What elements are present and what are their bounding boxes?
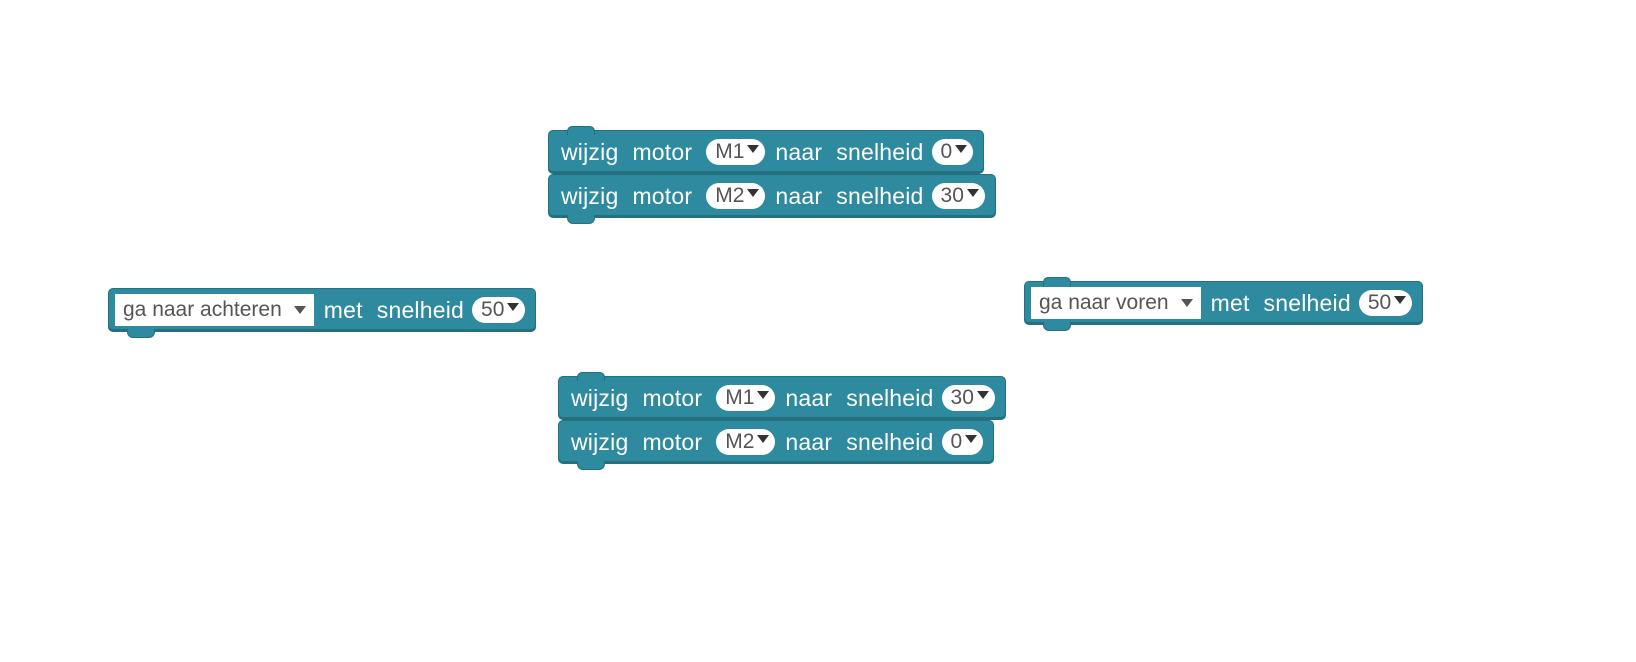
motor-value: M1 xyxy=(715,140,745,163)
dropdown-arrow-icon xyxy=(955,145,968,153)
motor-value: M2 xyxy=(715,184,745,207)
block-label-wijzig: wijzig xyxy=(561,182,619,209)
motor-dropdown[interactable]: M2 xyxy=(706,183,766,209)
block-notch xyxy=(577,372,605,381)
block-label-snelheid: snelheid xyxy=(846,428,934,455)
dropdown-arrow-icon xyxy=(747,189,760,197)
direction-dropdown[interactable]: ga naar voren xyxy=(1031,287,1201,319)
block-label-motor: motor xyxy=(632,138,693,165)
set-motor-speed-block[interactable]: wijzig motor M2 naar snelheid 30 xyxy=(548,174,996,224)
block-label-met: met xyxy=(1210,289,1250,316)
speed-dropdown[interactable]: 50 xyxy=(472,297,526,323)
set-motor-speed-block[interactable]: wijzig motor M2 naar snelheid 0 xyxy=(558,420,995,470)
block-label-snelheid: snelheid xyxy=(846,384,934,411)
block-label-snelheid: snelheid xyxy=(836,138,924,165)
block-label-naar: naar xyxy=(775,182,823,209)
speed-value: 50 xyxy=(481,298,505,321)
motor-value: M1 xyxy=(725,386,755,409)
speed-value: 30 xyxy=(940,184,964,207)
forward-stack[interactable]: ga naar voren met snelheid 50 xyxy=(1024,277,1424,331)
speed-value: 0 xyxy=(940,140,953,163)
block-label-snelheid: snelheid xyxy=(376,296,465,323)
motor-stack-top[interactable]: wijzig motor M1 naar snelheid 0 wijzig m… xyxy=(548,126,996,224)
dropdown-arrow-icon xyxy=(757,435,770,443)
dropdown-arrow-icon xyxy=(507,303,520,311)
block-label-naar: naar xyxy=(785,384,833,411)
block-label-wijzig: wijzig xyxy=(571,384,629,411)
direction-dropdown[interactable]: ga naar achteren xyxy=(115,294,314,326)
dropdown-arrow-icon xyxy=(1394,296,1407,304)
block-bump xyxy=(567,215,595,224)
dropdown-arrow-icon xyxy=(757,391,770,399)
block-bump xyxy=(1043,322,1071,331)
block-bump xyxy=(577,461,605,470)
speed-dropdown[interactable]: 0 xyxy=(931,139,974,165)
motor-stack-bottom[interactable]: wijzig motor M1 naar snelheid 30 wijzig … xyxy=(558,372,1006,470)
block-label-naar: naar xyxy=(785,428,833,455)
block-label-wijzig: wijzig xyxy=(561,138,619,165)
block-notch xyxy=(1043,277,1071,286)
backward-stack[interactable]: ga naar achteren met snelheid 50 xyxy=(108,288,537,338)
dropdown-arrow-icon xyxy=(966,189,979,197)
dropdown-arrow-icon xyxy=(976,391,989,399)
move-forward-block[interactable]: ga naar voren met snelheid 50 xyxy=(1024,277,1424,331)
dropdown-arrow-icon xyxy=(293,306,306,314)
motor-dropdown[interactable]: M1 xyxy=(716,385,776,411)
motor-value: M2 xyxy=(725,430,755,453)
direction-value: ga naar voren xyxy=(1039,291,1169,314)
move-backward-block[interactable]: ga naar achteren met snelheid 50 xyxy=(108,288,537,338)
dropdown-arrow-icon xyxy=(747,145,760,153)
block-label-naar: naar xyxy=(775,138,823,165)
set-motor-speed-block[interactable]: wijzig motor M1 naar snelheid 0 xyxy=(548,126,985,174)
speed-value: 0 xyxy=(950,430,963,453)
block-bump xyxy=(127,329,155,338)
dropdown-arrow-icon xyxy=(1180,299,1193,307)
speed-dropdown[interactable]: 50 xyxy=(1358,290,1413,316)
direction-value: ga naar achteren xyxy=(123,298,282,321)
block-label-motor: motor xyxy=(642,428,703,455)
block-label-met: met xyxy=(323,296,363,323)
block-label-snelheid: snelheid xyxy=(836,182,924,209)
speed-dropdown[interactable]: 30 xyxy=(931,183,985,209)
block-notch xyxy=(567,126,595,135)
block-label-motor: motor xyxy=(632,182,693,209)
block-label-wijzig: wijzig xyxy=(571,428,629,455)
block-label-snelheid: snelheid xyxy=(1263,289,1351,316)
block-label-motor: motor xyxy=(642,384,703,411)
speed-dropdown[interactable]: 30 xyxy=(941,385,995,411)
motor-dropdown[interactable]: M1 xyxy=(706,139,766,165)
speed-value: 50 xyxy=(1367,291,1392,314)
motor-dropdown[interactable]: M2 xyxy=(716,429,776,455)
speed-dropdown[interactable]: 0 xyxy=(941,429,984,455)
speed-value: 30 xyxy=(950,386,974,409)
set-motor-speed-block[interactable]: wijzig motor M1 naar snelheid 30 xyxy=(558,372,1006,420)
dropdown-arrow-icon xyxy=(965,435,978,443)
